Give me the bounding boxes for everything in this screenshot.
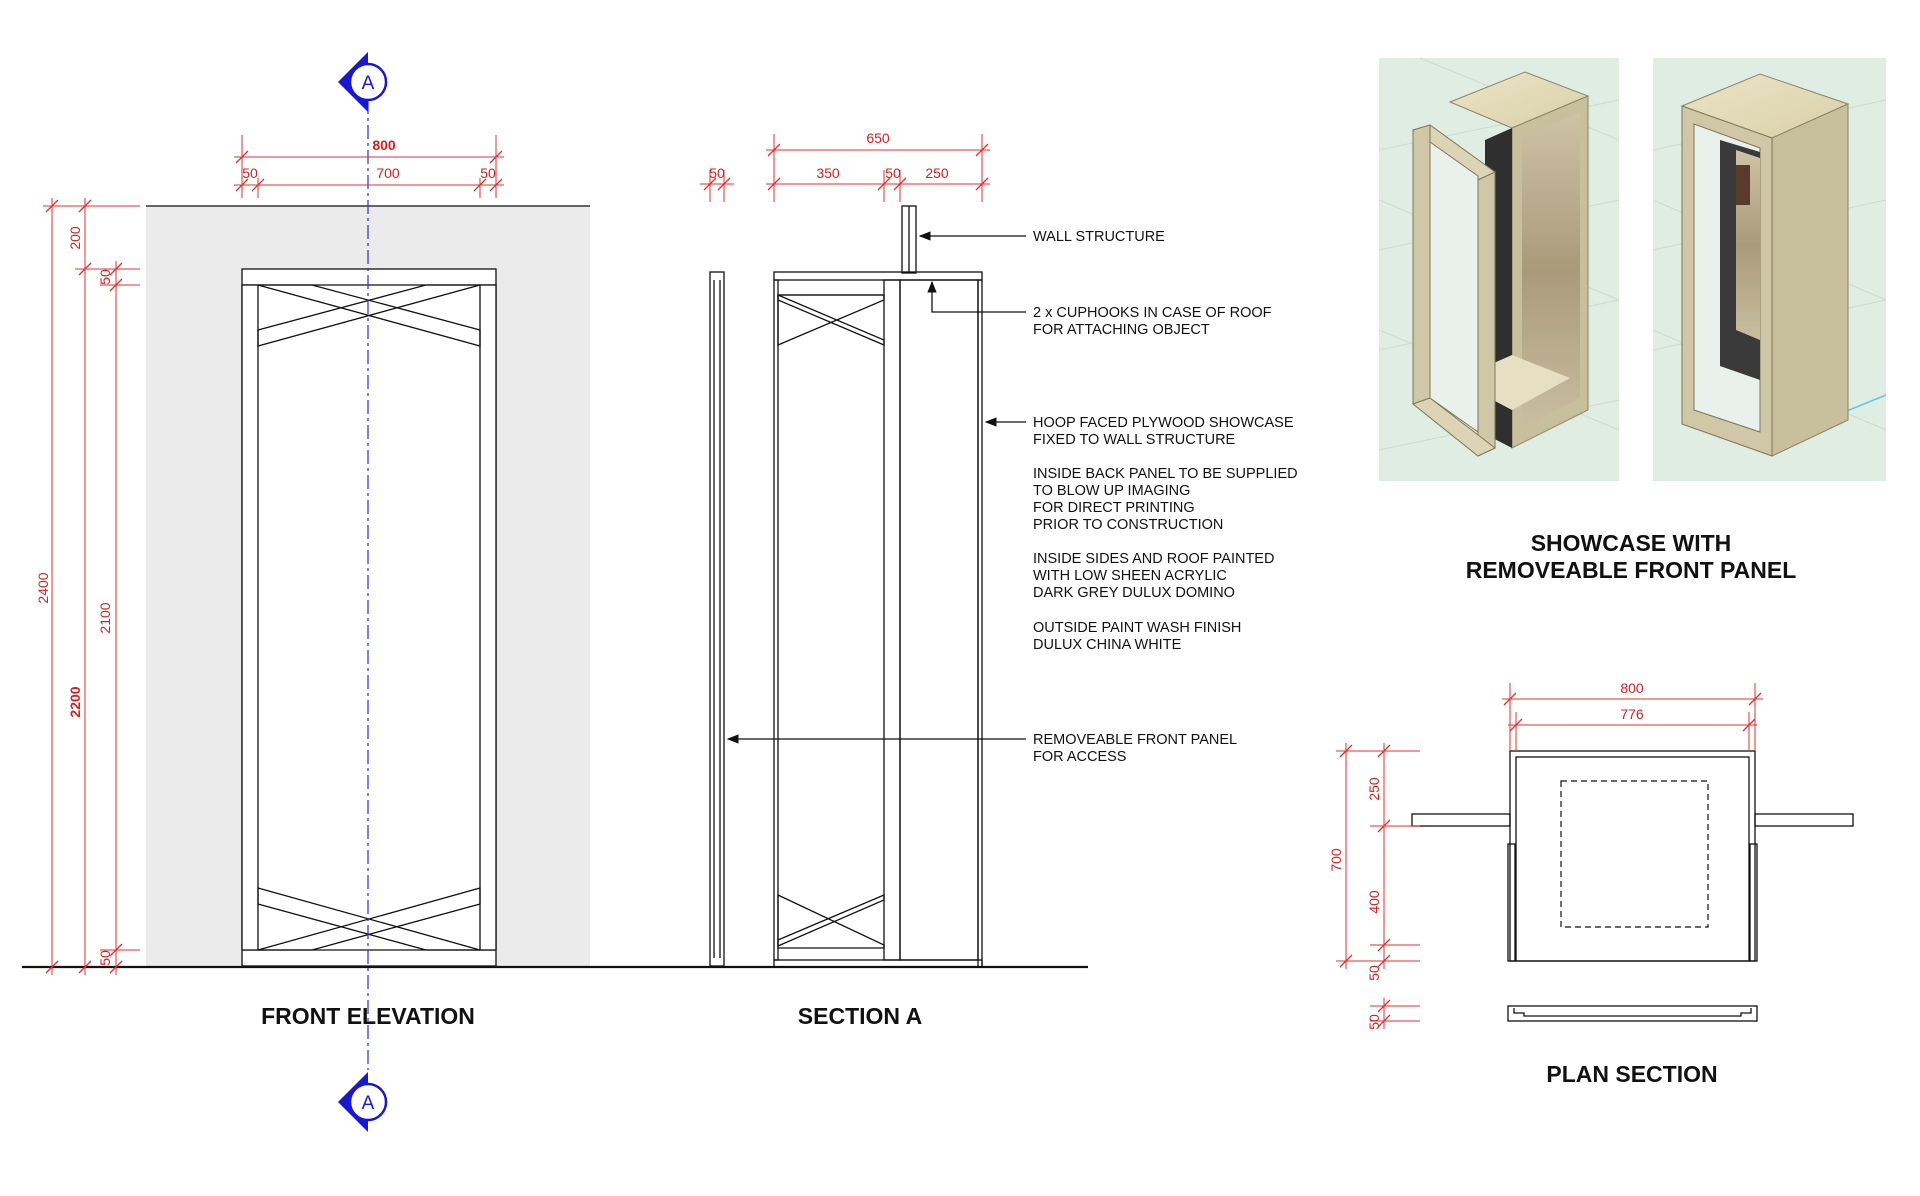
dim-bottom-rail: 50	[97, 950, 113, 966]
note-paint-3: DARK GREY DULUX DOMINO	[1033, 585, 1235, 601]
dim-plan-front-depth: 400	[1366, 890, 1382, 914]
showcase-outline	[241, 268, 497, 967]
dim-front-panel: 50	[709, 165, 725, 181]
note-backpanel-2: TO BLOW UP IMAGING	[1033, 483, 1190, 499]
note-backpanel-4: PRIOR TO CONSTRUCTION	[1033, 517, 1223, 533]
note-outside-1: OUTSIDE PAINT WASH FINISH	[1033, 620, 1241, 636]
section-a-title: SECTION A	[798, 1003, 922, 1029]
left-stile	[241, 284, 259, 951]
dim-left-side: 50	[242, 165, 258, 181]
note-outside-2: DULUX CHINA WHITE	[1033, 637, 1182, 653]
front-elevation-view: 800 50 700 50 2400 200 2200	[22, 52, 1088, 1132]
note-paint-2: WITH LOW SHEEN ACRYLIC	[1033, 568, 1227, 584]
section-marker-top-label: A	[362, 73, 375, 94]
section-bottom-bracing	[777, 893, 885, 949]
showcase-floor	[773, 959, 983, 968]
bottom-bracing	[257, 887, 481, 951]
note-backpanel-3: FOR DIRECT PRINTING	[1033, 500, 1195, 516]
render-title-line2: REMOVEABLE FRONT PANEL	[1466, 557, 1797, 583]
plan-section-title: PLAN SECTION	[1546, 1061, 1717, 1087]
plan-wall-right	[1754, 813, 1854, 827]
dim-overall-width: 800	[372, 137, 396, 153]
plan-section-view: 800 776 700 250 400 50 50	[1328, 680, 1854, 1087]
section-marker-bottom-label: A	[362, 1093, 375, 1114]
note-cuphooks-2: FOR ATTACHING OBJECT	[1033, 322, 1210, 338]
dim-overall-height: 2400	[35, 572, 51, 603]
dim-depth-mid: 50	[885, 165, 901, 181]
showcase-roof	[773, 271, 983, 281]
dim-right-side: 50	[480, 165, 496, 181]
note-backpanel-1: INSIDE BACK PANEL TO BE SUPPLIED	[1033, 466, 1298, 482]
dim-top-offset: 200	[67, 226, 83, 250]
showcase-back-body	[899, 279, 979, 961]
plan-box-outline	[1509, 750, 1756, 962]
dim-plan-inner-width: 776	[1620, 706, 1644, 722]
dim-plan-panel: 50	[1366, 1014, 1382, 1030]
elevation-height-dims: 2400 200 2200 50 2100 50	[35, 198, 140, 975]
dim-top-rail: 50	[97, 269, 113, 285]
dim-depth-front: 350	[816, 165, 840, 181]
dim-plan-overall-depth: 700	[1328, 848, 1344, 872]
section-a-view: 650 350 50 250 50 WALL STRUCTURE 2 x CUP…	[700, 130, 1298, 1029]
note-wall-structure: WALL STRUCTURE	[1033, 229, 1165, 245]
plan-front-panel	[1507, 1005, 1758, 1022]
plan-stile-right	[1749, 843, 1758, 962]
back-outer-skin	[977, 279, 983, 968]
note-front-panel-2: FOR ACCESS	[1033, 749, 1126, 765]
section-marker-top: A	[338, 52, 388, 112]
section-top-bracing	[777, 294, 885, 346]
elevation-width-dims: 800 50 700 50	[234, 135, 504, 198]
plan-object-zone	[1560, 780, 1709, 928]
section-leaders	[726, 231, 1026, 744]
removeable-front-panel	[709, 271, 725, 967]
dim-inner-width: 700	[376, 165, 400, 181]
showcase-render-view: SHOWCASE WITH REMOVEABLE FRONT PANEL	[1378, 57, 1887, 583]
plan-depth-dims: 700 250 400 50 50	[1328, 743, 1420, 1030]
dim-panel-height: 2100	[97, 602, 113, 633]
plan-wall-left	[1411, 813, 1511, 827]
section-front-stile	[773, 279, 779, 961]
dim-plan-back-depth: 250	[1366, 777, 1382, 801]
section-marker-bottom: A	[338, 1072, 388, 1132]
render-front-panel-closed	[1652, 58, 1887, 481]
section-mid-stile	[883, 279, 901, 961]
note-plywood-2: FIXED TO WALL STRUCTURE	[1033, 432, 1236, 448]
right-stile	[479, 284, 497, 951]
front-elevation-title: FRONT ELEVATION	[261, 1003, 475, 1029]
section-depth-dims: 650 350 50 250 50	[700, 130, 990, 202]
render-title-line1: SHOWCASE WITH	[1531, 530, 1732, 556]
note-paint-1: INSIDE SIDES AND ROOF PAINTED	[1033, 551, 1274, 567]
dim-overall-depth: 650	[866, 130, 890, 146]
dim-showcase-height: 2200	[67, 686, 83, 717]
note-plywood-1: HOOP FACED PLYWOOD SHOWCASE	[1033, 415, 1294, 431]
plan-width-dims: 800 776	[1502, 680, 1763, 751]
note-front-panel-1: REMOVEABLE FRONT PANEL	[1033, 732, 1237, 748]
dim-plan-front-rail: 50	[1366, 965, 1382, 981]
section-notes: WALL STRUCTURE 2 x CUPHOOKS IN CASE OF R…	[1033, 229, 1298, 765]
dim-plan-overall-width: 800	[1620, 680, 1644, 696]
render-front-panel-open	[1378, 57, 1620, 481]
plan-box-inner	[1515, 756, 1750, 962]
note-cuphooks-1: 2 x CUPHOOKS IN CASE OF ROOF	[1033, 305, 1272, 321]
plan-stile-left	[1507, 843, 1516, 962]
dim-depth-back: 250	[925, 165, 949, 181]
